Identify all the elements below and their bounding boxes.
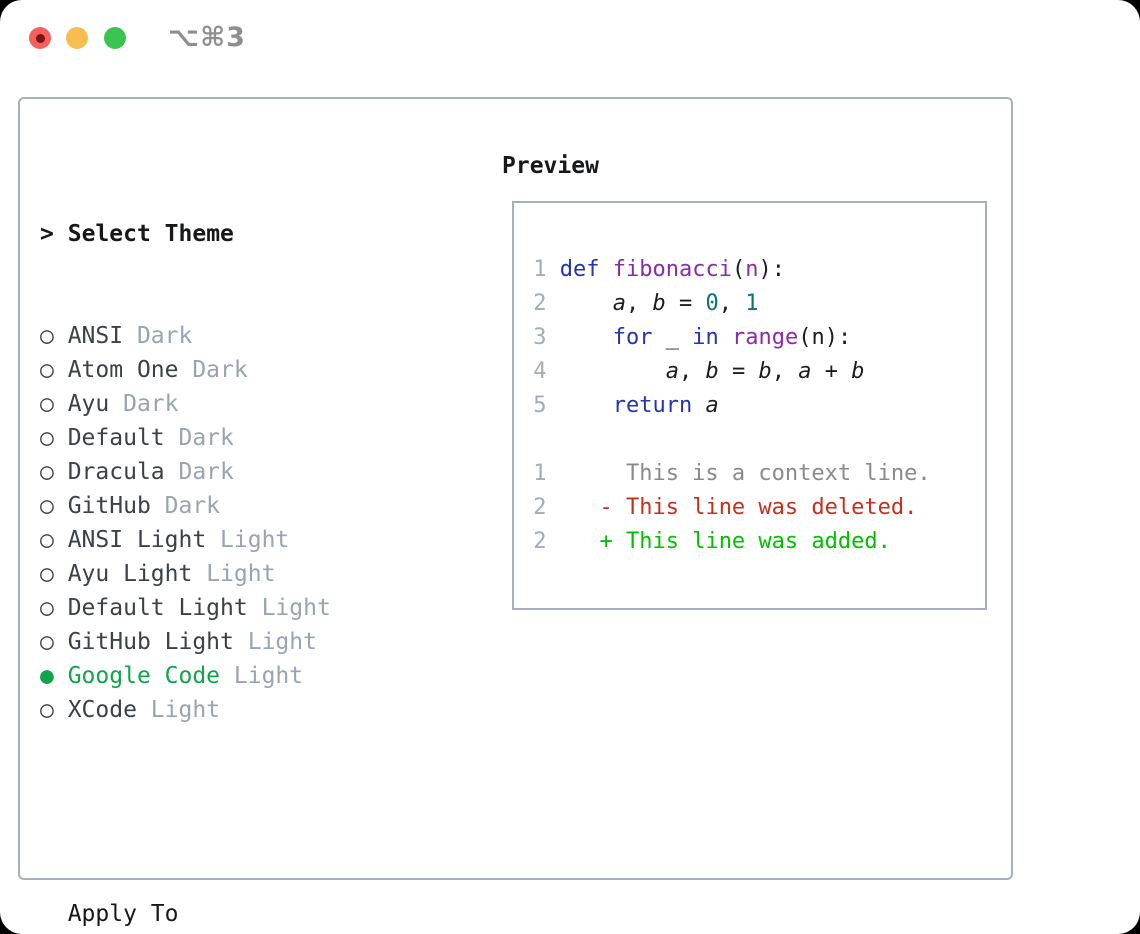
option-label: Default Light (53, 595, 248, 621)
option-label: Default (53, 425, 165, 451)
radio-selected-icon: ● (40, 663, 54, 689)
option-label: Ayu (53, 391, 110, 417)
code-line: 5 return a (520, 389, 985, 423)
apply-to-header: Apply To (67, 901, 179, 927)
radio-icon: ○ (40, 391, 54, 417)
code-line: 4 a, b = b, a + b (520, 355, 985, 389)
option-label: GitHub (53, 493, 151, 519)
close-dot-icon (35, 33, 45, 43)
line-number: 1 (533, 257, 547, 282)
option-variant-label: Light (206, 527, 290, 553)
theme-option-github-light[interactable]: ○ GitHub Light Light (40, 625, 428, 659)
theme-option-dracula[interactable]: ○ Dracula Dark (40, 455, 428, 489)
option-variant-label: Light (220, 663, 304, 689)
option-label: Dracula (53, 459, 165, 485)
theme-option-default-light[interactable]: ○ Default Light Light (40, 591, 428, 625)
option-variant-label: Light (136, 697, 221, 723)
radio-icon: ○ (40, 357, 54, 383)
option-label: Ayu Light (53, 561, 193, 587)
theme-list-header: > Select Theme (40, 217, 428, 251)
theme-option-google-code[interactable]: ● Google Code Light (40, 659, 428, 693)
theme-options: ○ ANSI Dark○ Atom One Dark○ Ayu Dark○ De… (40, 319, 428, 727)
line-number: 2 (533, 291, 547, 316)
option-variant-label: Dark (164, 425, 234, 451)
radio-icon: ○ (40, 561, 54, 587)
window-title: ⌥⌘3 (168, 22, 246, 53)
code-line: 1 def fibonacci(n): (520, 253, 985, 287)
titlebar: ⌥⌘3 (0, 0, 1140, 76)
option-label: ANSI (53, 323, 124, 349)
option-variant-label: Dark (123, 323, 193, 349)
maximize-button[interactable] (104, 27, 126, 49)
line-number: 4 (533, 359, 547, 384)
option-variant-label: Dark (164, 459, 234, 485)
code-line: 2 - This line was deleted. (520, 491, 985, 525)
option-variant-label: Dark (109, 391, 179, 417)
theme-option-ayu-light[interactable]: ○ Ayu Light Light (40, 557, 428, 591)
theme-option-ayu[interactable]: ○ Ayu Dark (40, 387, 428, 421)
option-variant-label: Light (192, 561, 276, 587)
minimize-button[interactable] (66, 27, 88, 49)
line-number: 1 (533, 461, 547, 486)
theme-option-ansi-light[interactable]: ○ ANSI Light Light (40, 523, 428, 557)
radio-icon: ○ (40, 493, 54, 519)
line-number: 3 (533, 325, 547, 350)
theme-dialog: > Select Theme ○ ANSI Dark○ Atom One Dar… (18, 97, 1013, 927)
line-number: 5 (533, 393, 547, 418)
option-variant-label: Dark (150, 493, 221, 519)
theme-list-title: Select Theme (67, 221, 234, 247)
code-line (520, 423, 985, 457)
theme-option-default[interactable]: ○ Default Dark (40, 421, 428, 455)
option-label: GitHub Light (53, 629, 234, 655)
option-variant-label: Dark (178, 357, 248, 383)
radio-icon: ○ (40, 323, 54, 349)
theme-option-github[interactable]: ○ GitHub Dark (40, 489, 428, 523)
radio-icon: ○ (40, 425, 54, 451)
option-label: ANSI Light (53, 527, 207, 553)
code-line: 2 a, b = 0, 1 (520, 287, 985, 321)
line-number: 2 (533, 495, 547, 520)
radio-icon: ○ (40, 595, 54, 621)
prompt-icon: > (40, 221, 54, 247)
radio-icon: ○ (40, 459, 54, 485)
radio-icon: ○ (40, 527, 54, 553)
code-line: 3 for _ in range(n): (520, 321, 985, 355)
code-line: 1 This is a context line. (520, 457, 985, 491)
radio-icon: ○ (40, 629, 54, 655)
spacer (40, 795, 428, 829)
option-variant-label: Light (247, 595, 331, 621)
theme-option-xcode[interactable]: ○ XCode Light (40, 693, 428, 727)
code-line: 2 + This line was added. (520, 525, 985, 559)
theme-option-ansi[interactable]: ○ ANSI Dark (40, 319, 428, 353)
option-label: XCode (53, 697, 137, 723)
option-variant-label: Light (233, 629, 317, 655)
radio-icon: ○ (40, 697, 54, 723)
close-button[interactable] (29, 27, 51, 49)
theme-list: > Select Theme ○ ANSI Dark○ Atom One Dar… (40, 149, 428, 934)
option-label: Google Code (53, 663, 221, 689)
line-number: 2 (533, 529, 547, 554)
preview-header: Preview (502, 153, 599, 179)
theme-option-atom-one[interactable]: ○ Atom One Dark (40, 353, 428, 387)
option-label: Atom One (53, 357, 179, 383)
